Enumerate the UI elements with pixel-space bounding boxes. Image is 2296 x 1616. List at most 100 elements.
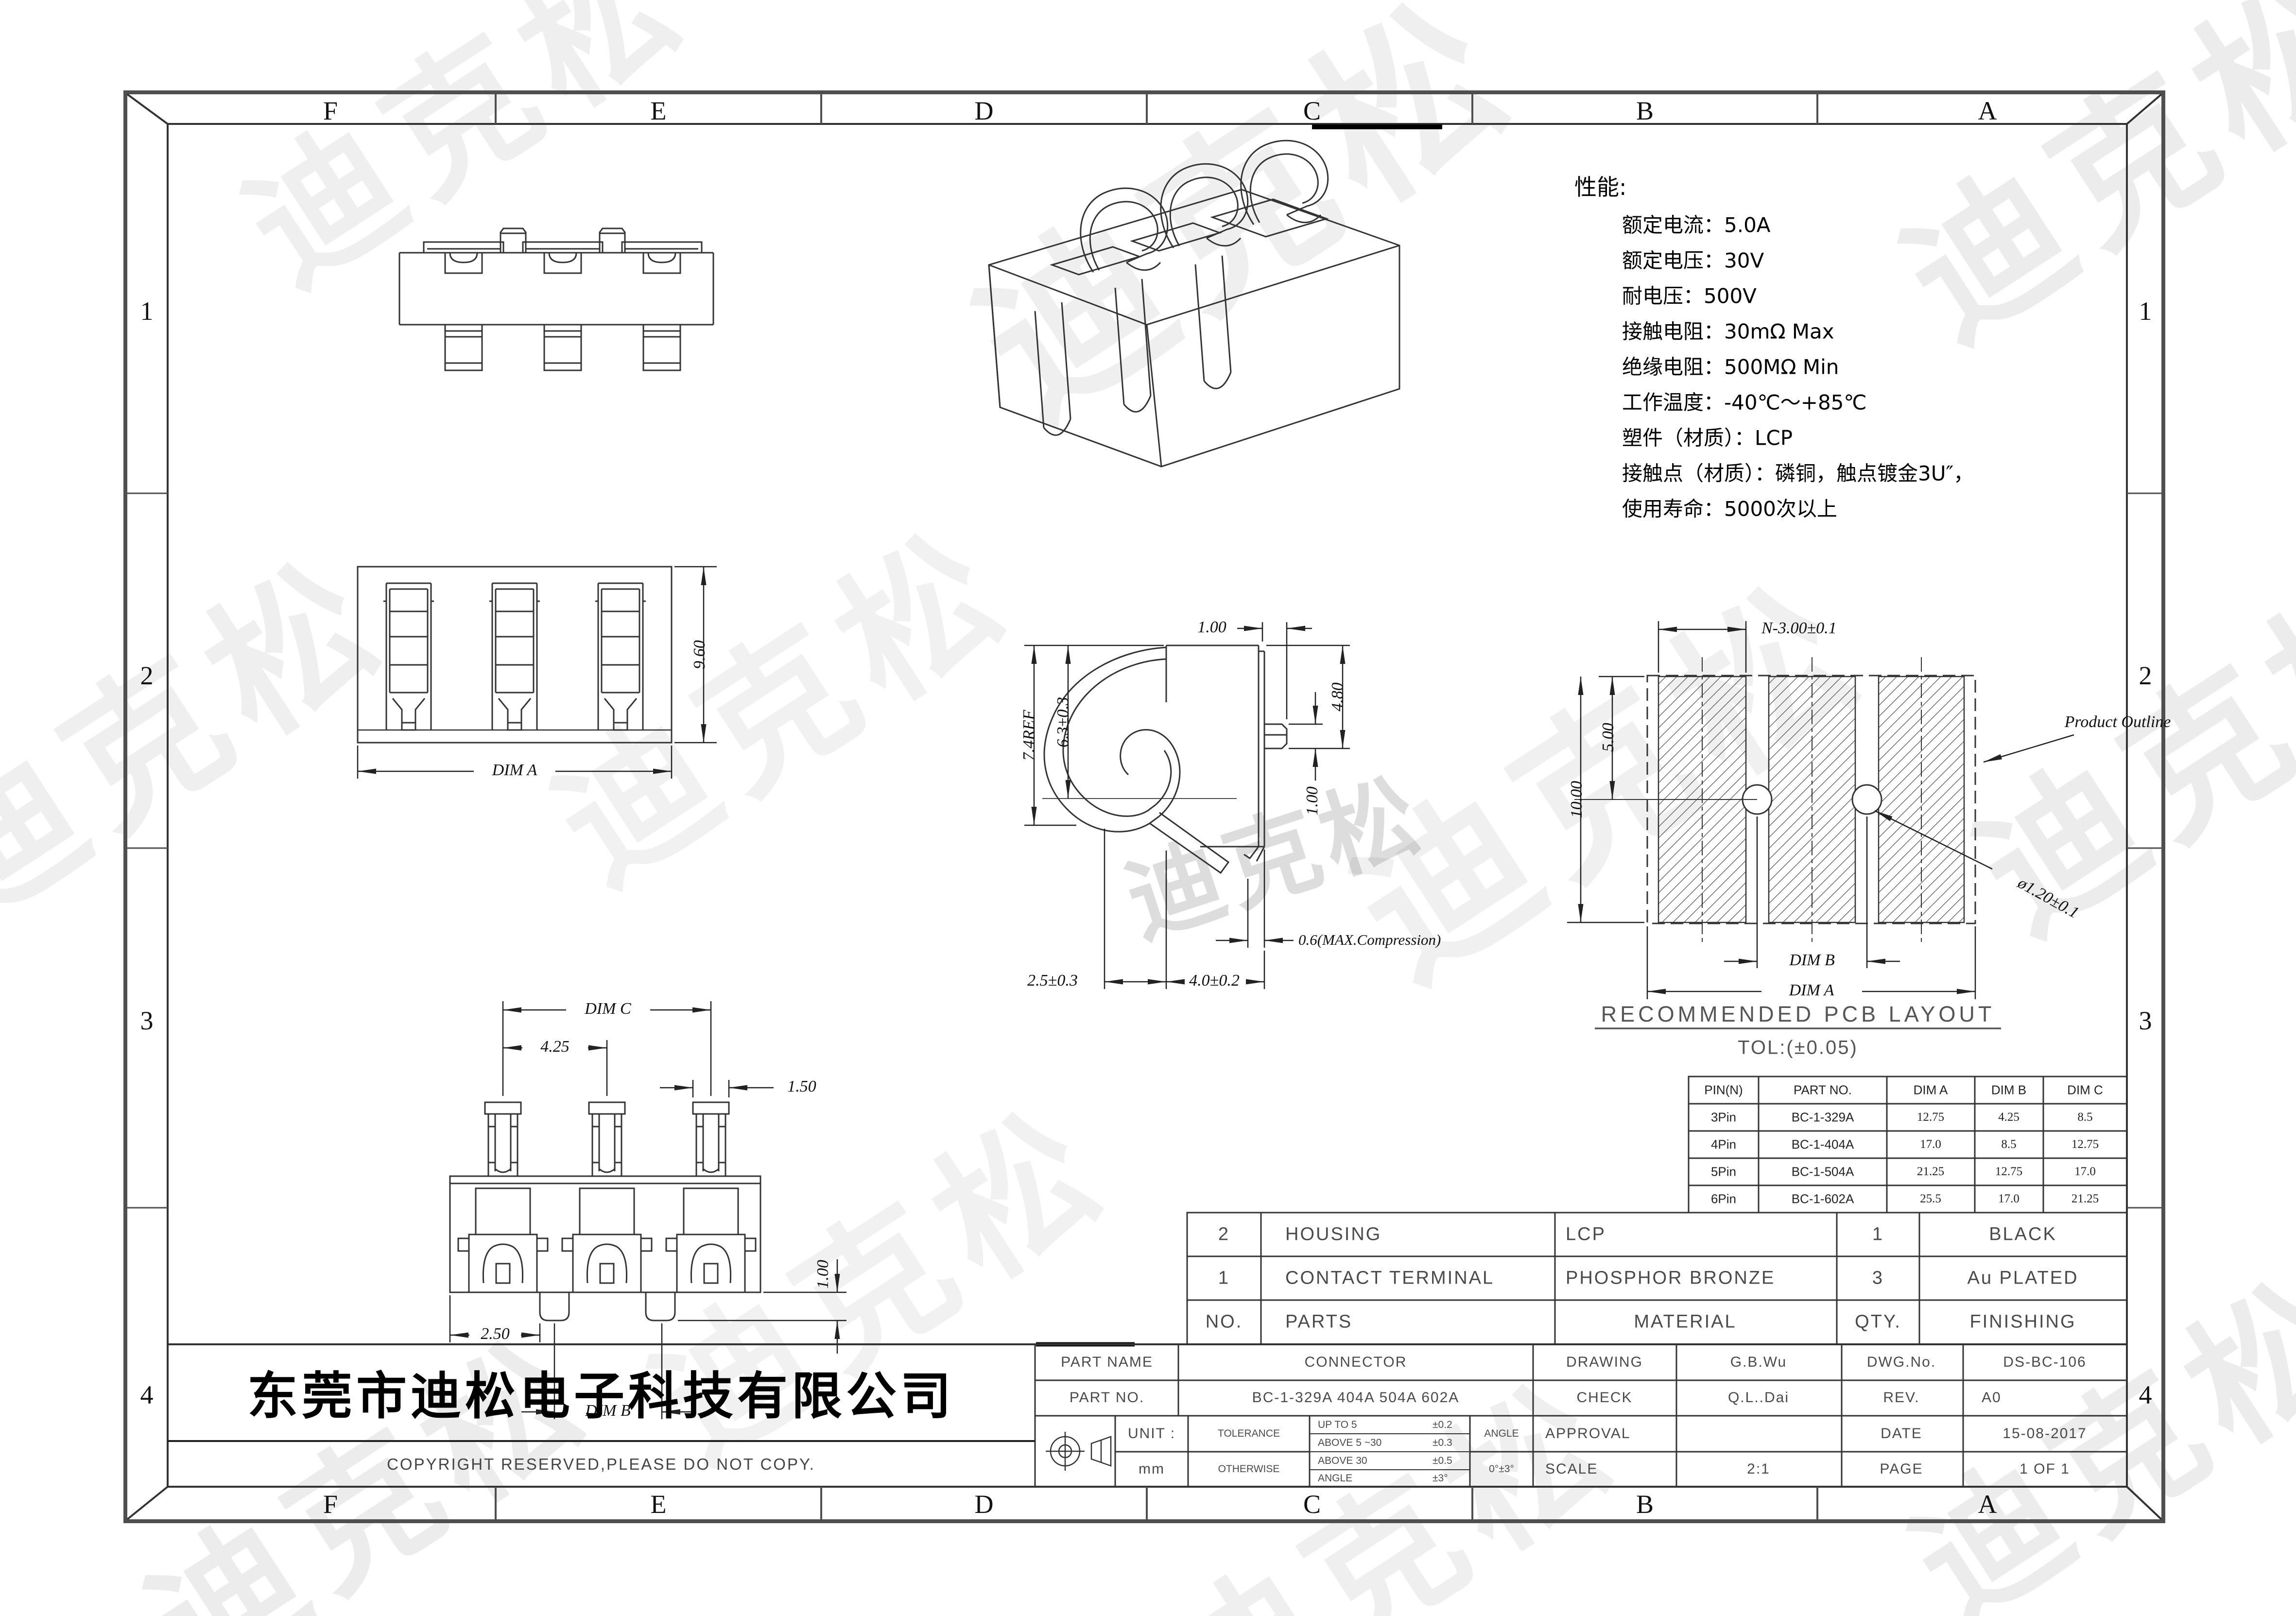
- zone-col-d-top: D: [974, 96, 994, 125]
- titleblock-scale: 2:1: [1747, 1461, 1770, 1477]
- zone-col-d-bottom: D: [974, 1490, 994, 1519]
- titleblock-dwgno: DS-BC-106: [2003, 1354, 2087, 1370]
- spec-rated-current: 额定电流：5.0A: [1622, 213, 1771, 237]
- pin-table-header-partno: PART NO.: [1794, 1082, 1852, 1097]
- dim-side-tab-offset: 1.00: [1197, 618, 1226, 636]
- zone-row-3-right: 3: [2139, 1006, 2152, 1035]
- dim-bottom-dim-c: DIM C: [585, 1000, 631, 1018]
- dim-bottom-leg-height: 1.00: [814, 1260, 832, 1289]
- pin-table-cell: 6Pin: [1710, 1191, 1737, 1206]
- titleblock-tol-range: ABOVE 30: [1318, 1455, 1367, 1466]
- parts-row-finish: BLACK: [1989, 1224, 2057, 1245]
- titleblock-tolerance-label2: OTHERWISE: [1218, 1463, 1280, 1475]
- titleblock-approval-label: APPROVAL: [1545, 1425, 1631, 1442]
- titleblock-date: 15-08-2017: [2003, 1425, 2087, 1442]
- spec-contact-resistance: 接触电阻：30mΩ Max: [1622, 319, 1834, 344]
- titleblock-scale-label: SCALE: [1545, 1461, 1598, 1477]
- parts-row-finish: Au PLATED: [1967, 1268, 2079, 1288]
- titleblock-page: 1 OF 1: [2020, 1461, 2070, 1477]
- titleblock-unit: mm: [1139, 1461, 1165, 1477]
- titleblock-tol-range: ANGLE: [1318, 1473, 1353, 1484]
- titleblock-tol-value: ±0.3: [1433, 1437, 1452, 1448]
- zone-row-2-right: 2: [2139, 661, 2152, 690]
- pin-table-header-pin: PIN(N): [1704, 1082, 1743, 1097]
- zone-col-f-top: F: [323, 96, 338, 125]
- spec-title: 性能:: [1574, 174, 1627, 200]
- side-view-drawing: [1024, 622, 1350, 989]
- titleblock-check-by: Q.L..Dai: [1727, 1390, 1790, 1406]
- spec-life-cycles: 使用寿命：5000次以上: [1622, 497, 1837, 521]
- dim-pcb-pad-width: N-3.00±0.1: [1761, 619, 1837, 637]
- dim-side-compression: 0.6(MAX.Compression): [1298, 931, 1441, 948]
- parts-row-qty: 1: [1872, 1224, 1884, 1245]
- spec-housing-material: 塑件（材质）：LCP: [1622, 426, 1793, 450]
- parts-footer-material: MATERIAL: [1634, 1311, 1737, 1332]
- dim-side-tip-to-body: 2.5±0.3: [1027, 972, 1078, 990]
- zone-col-f-bottom: F: [323, 1490, 338, 1519]
- pin-table-cell: 12.75: [1995, 1165, 2023, 1178]
- titleblock-drawing-by: G.B.Wu: [1730, 1354, 1787, 1370]
- pin-table-header-dimc: DIM C: [2067, 1082, 2103, 1097]
- pin-table-cell: 21.25: [2071, 1192, 2099, 1205]
- pin-table-cell: BC-1-329A: [1791, 1110, 1854, 1125]
- zone-row-1-left: 1: [140, 296, 154, 326]
- zone-col-b-top: B: [1636, 96, 1654, 125]
- pin-table-cell: 4Pin: [1710, 1137, 1737, 1152]
- parts-footer-no: NO.: [1205, 1311, 1243, 1332]
- bottom-view-drawing: [449, 1001, 846, 1419]
- pin-table-cell: 21.25: [1916, 1165, 1945, 1178]
- parts-row-material: LCP: [1566, 1224, 1606, 1245]
- dim-pcb-dim-b: DIM B: [1789, 951, 1835, 969]
- dim-bottom-pitch: 4.25: [540, 1038, 570, 1056]
- dim-bottom-stem-width: 1.50: [787, 1077, 816, 1095]
- zone-col-e-bottom: E: [650, 1490, 667, 1519]
- zone-col-b-bottom: B: [1636, 1490, 1654, 1519]
- titleblock-tolerance-label: TOLERANCE: [1218, 1428, 1280, 1439]
- titleblock-drawing-label: DRAWING: [1566, 1354, 1643, 1370]
- pin-table-cell: BC-1-404A: [1791, 1137, 1854, 1152]
- zone-col-a-top: A: [1978, 96, 1997, 125]
- dim-side-tab-height: 1.00: [1303, 786, 1321, 816]
- titleblock-rev-label: REV.: [1883, 1390, 1920, 1406]
- pin-table-cell: 17.0: [1920, 1138, 1941, 1151]
- pcb-layout-title: RECOMMENDED PCB LAYOUT: [1601, 1002, 1995, 1026]
- parts-row-no: 2: [1218, 1224, 1230, 1245]
- dim-side-overall-height: 7.4REF: [1020, 710, 1038, 761]
- parts-row-part: HOUSING: [1285, 1224, 1382, 1245]
- dim-front-width: DIM A: [492, 761, 537, 779]
- pcb-layout-tolerance: TOL:(±0.05): [1738, 1037, 1858, 1059]
- parts-footer-qty: QTY.: [1855, 1311, 1901, 1332]
- pin-table-cell: 5Pin: [1710, 1164, 1737, 1179]
- titleblock-angle-label: ANGLE: [1484, 1428, 1519, 1439]
- titleblock-part-no-label: PART NO.: [1069, 1390, 1145, 1406]
- titleblock-unit-label: UNIT :: [1127, 1425, 1176, 1442]
- dim-side-body-depth: 4.0±0.2: [1189, 972, 1240, 990]
- spec-insulation-resistance: 绝缘电阻：500MΩ Min: [1622, 355, 1839, 379]
- pin-table-header-dimb: DIM B: [1991, 1082, 2027, 1097]
- dim-pcb-half-height: 5.00: [1599, 723, 1617, 752]
- zone-row-1-right: 1: [2139, 296, 2152, 326]
- dim-bottom-edge-to-leg: 2.50: [481, 1325, 510, 1343]
- parts-footer-parts: PARTS: [1285, 1311, 1353, 1332]
- parts-row-part: CONTACT TERMINAL: [1285, 1268, 1495, 1288]
- dim-side-contact-height: 6.3±0.3: [1054, 697, 1072, 747]
- pin-table-cell: BC-1-504A: [1791, 1164, 1854, 1179]
- titleblock-tol-value: ±0.5: [1433, 1455, 1452, 1466]
- parts-footer-finishing: FINISHING: [1969, 1311, 2076, 1332]
- titleblock-angle-value: 0°±3°: [1489, 1463, 1514, 1475]
- pin-table-header-dima: DIM A: [1913, 1082, 1948, 1097]
- pin-table-cell: BC-1-602A: [1791, 1191, 1854, 1206]
- titleblock-rev: A0: [1982, 1390, 2002, 1406]
- dim-front-height: 9.60: [691, 640, 708, 669]
- spec-operating-temp: 工作温度：-40℃～+85℃: [1622, 390, 1867, 415]
- titleblock-part-no: BC-1-329A 404A 504A 602A: [1252, 1390, 1460, 1406]
- zone-row-3-left: 3: [140, 1006, 154, 1035]
- titleblock-part-name-label: PART NAME: [1061, 1354, 1153, 1370]
- spec-rated-voltage: 额定电压：30V: [1622, 248, 1764, 273]
- front-view-drawing: [357, 566, 717, 779]
- pcb-outline-label: Product Outline: [2064, 713, 2171, 731]
- parts-row-qty: 3: [1872, 1268, 1884, 1288]
- pin-table-cell: 25.5: [1920, 1192, 1941, 1205]
- pin-table-cell: 17.0: [1998, 1192, 2020, 1205]
